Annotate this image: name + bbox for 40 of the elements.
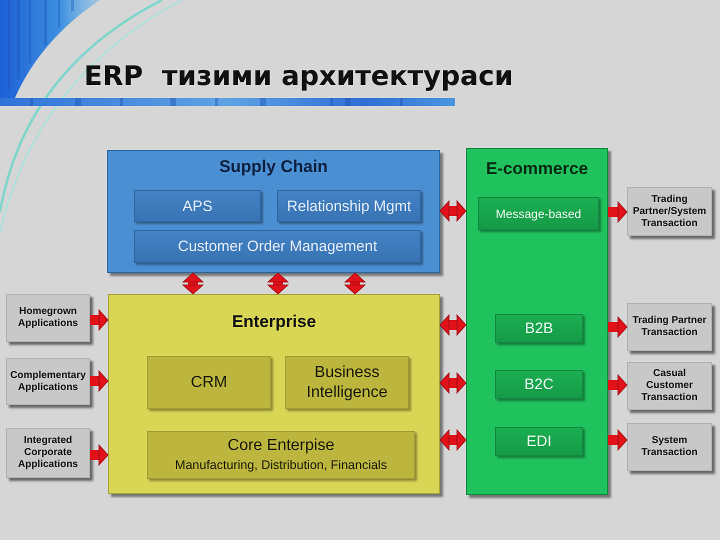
group-panel [466,148,608,495]
module-box: Customer Order Management [134,230,421,263]
module-box [147,431,415,479]
external-system-box: Trading Partner Transaction [627,303,712,351]
double-arrow [268,272,288,294]
external-system-box: Trading Partner/System Transaction [627,187,712,236]
double-arrow [344,272,366,294]
panel-title: Enterprise [230,311,318,333]
module-title: Core Enterpise [228,436,334,456]
panel-title: Supply Chain [218,156,329,178]
arrow [608,374,628,396]
double-arrow [182,272,204,294]
module-box: B2B [495,314,583,343]
double-arrow [440,314,466,336]
double-arrow [440,200,466,222]
module-box: Business Intelligence [285,356,409,409]
external-system-box: Casual Customer Transaction [627,362,712,410]
external-system-box: Complementary Applications [6,358,90,405]
external-system-box: Integrated Corporate Applications [6,428,90,478]
module-box: EDI [495,427,583,456]
arrow [90,370,108,392]
module-box: APS [134,190,261,222]
arrow [608,430,628,450]
double-arrow [440,372,466,394]
slide-title: ERP тизими архитектураси [84,60,514,94]
module-box: Relationship Mgmt [277,190,421,222]
external-system-box: System Transaction [627,423,712,471]
group-panel [108,294,440,494]
panel-title: E-commerce [484,158,590,180]
external-system-box: Homegrown Applications [6,294,90,342]
arrow [608,202,628,222]
arrow [90,444,108,466]
group-panel [107,150,440,273]
module-box: B2C [495,370,583,399]
arrow [90,310,108,330]
module-box: Message-based [478,197,599,230]
module-box: CRM [147,356,271,409]
double-arrow [440,430,466,450]
arrow [608,316,628,338]
module-subtitle: Manufacturing, Distribution, Financials [175,458,387,474]
